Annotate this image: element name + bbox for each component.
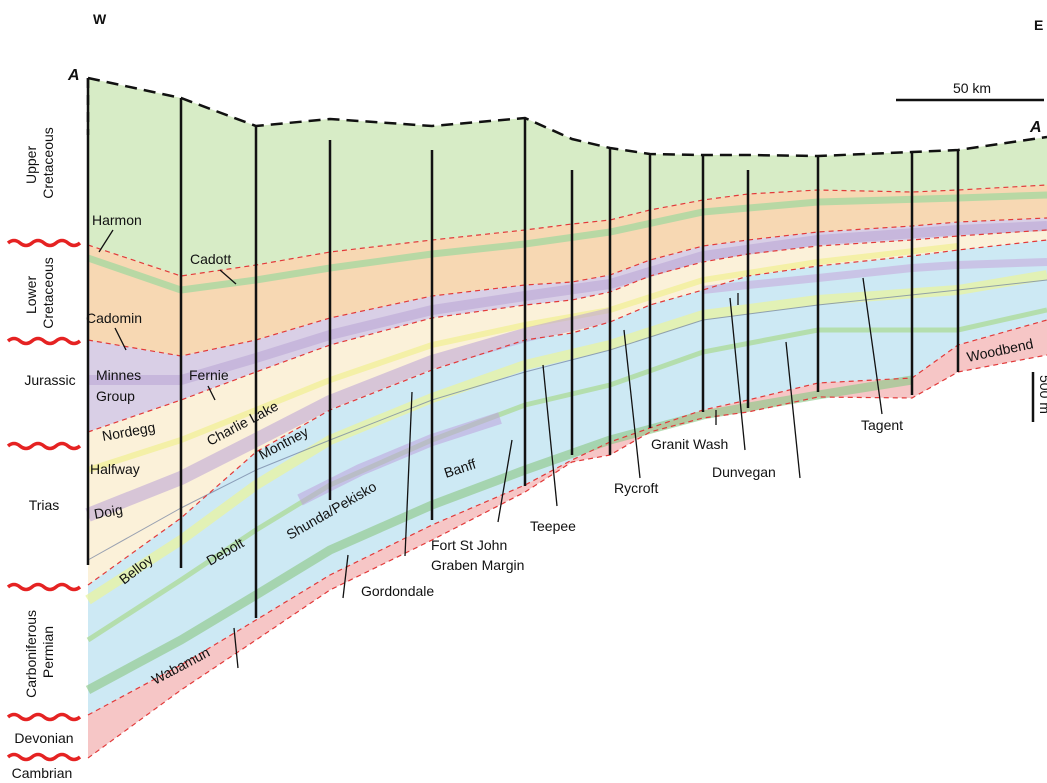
period-separator [6, 441, 82, 451]
layer-devonian [88, 320, 1047, 758]
east-label: E [1034, 17, 1043, 33]
period-separator [6, 336, 82, 346]
label-gordondale: Gordondale [361, 583, 434, 599]
label-cadomin: Cadomin [86, 310, 142, 326]
label-teepee: Teepee [530, 518, 576, 534]
boundary-base-upper-cretaceous [87, 184, 1047, 277]
label-minnes-line2: Group [96, 388, 135, 404]
horizontal-scale-label: 50 km [953, 80, 991, 96]
label-minnes-line1: Minnes [96, 367, 141, 383]
layer-lower-cretaceous [88, 185, 1047, 356]
horizontal-scale-bar: 50 km [896, 80, 1044, 102]
internal-bands [85, 191, 1047, 694]
layer-carboniferous-permian [88, 240, 1047, 715]
vertical-scale-bar: 500 m [1031, 372, 1047, 422]
period-label-trias: Trias [29, 497, 60, 513]
label-fort-st-john-line1: Fort St John [431, 537, 507, 553]
section-start-label: A [67, 67, 80, 84]
period-labels: Upper Cretaceous Lower Cretaceous Jurass… [12, 127, 76, 781]
period-label-upper-cretaceous: Upper Cretaceous [23, 127, 56, 199]
period-separators [6, 238, 82, 762]
period-separator [6, 238, 82, 248]
layer-upper-cretaceous [88, 78, 1047, 276]
period-label-lower-cretaceous: Lower Cretaceous [23, 257, 56, 329]
section-end-label: A [1029, 119, 1042, 136]
label-granit-wash: Granit Wash [651, 436, 728, 452]
label-harmon: Harmon [92, 212, 142, 228]
west-label: W [93, 11, 107, 27]
boundary-base-trias [87, 239, 1047, 586]
label-dunvegan: Dunvegan [712, 464, 776, 480]
label-fort-st-john-line2: Graben Margin [431, 557, 524, 573]
period-separator [6, 582, 82, 592]
label-rycroft: Rycroft [614, 480, 658, 496]
label-tagent: Tagent [861, 417, 903, 433]
label-cadott: Cadott [190, 251, 231, 267]
vertical-scale-label: 500 m [1037, 375, 1047, 414]
leader-lines [98, 229, 883, 669]
label-fernie: Fernie [189, 367, 229, 383]
period-label-carboniferous-permian: Carboniferous Permian [23, 606, 56, 698]
wells [86, 78, 960, 618]
period-separator [6, 712, 82, 722]
period-label-devonian: Devonian [14, 730, 73, 746]
period-separator [6, 752, 82, 762]
period-label-cambrian: Cambrian [12, 765, 73, 781]
label-doig: Doig [93, 501, 124, 522]
period-label-jurassic: Jurassic [24, 372, 75, 388]
label-halfway: Halfway [90, 461, 140, 477]
